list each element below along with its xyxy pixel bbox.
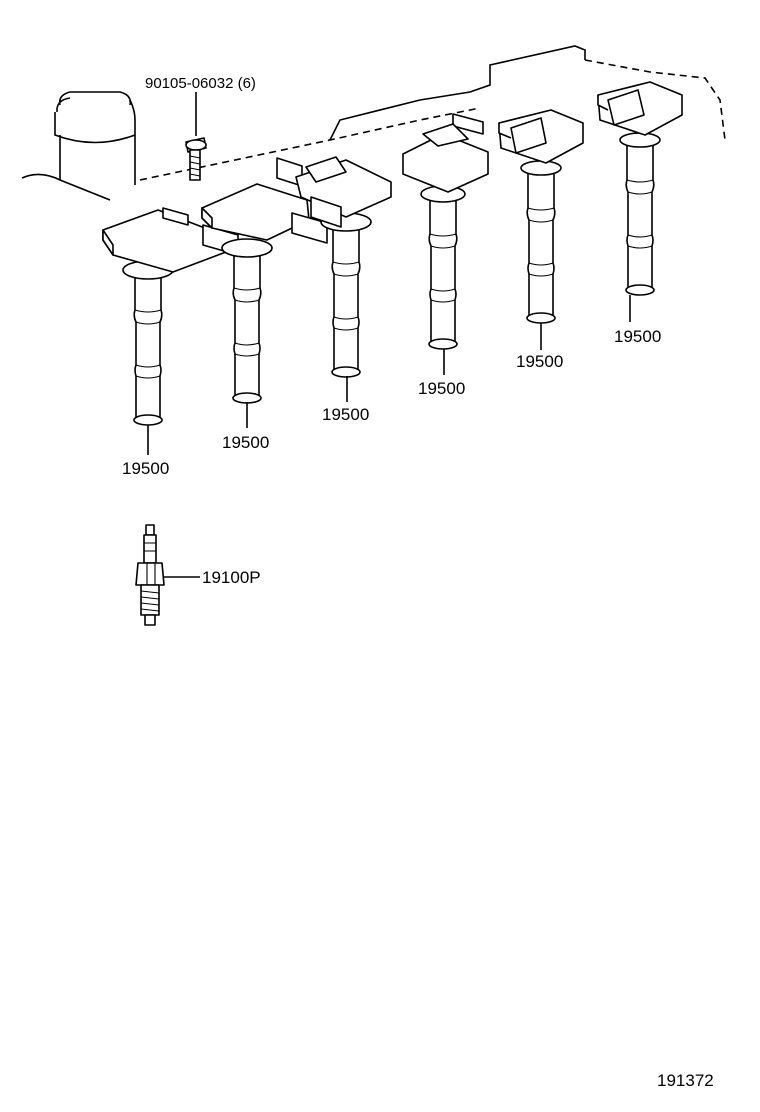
- coil-5-callout: 19500: [516, 352, 563, 371]
- spark-plug-callout: 19100P: [202, 568, 261, 587]
- coil-3-callout: 19500: [322, 405, 369, 424]
- ignition-coil-icon: [498, 109, 584, 324]
- coil-6-callout: 19500: [614, 327, 661, 346]
- coil-4-callout: 19500: [418, 379, 465, 398]
- spark-plug-icon: [135, 524, 165, 626]
- bolt-callout: 90105-06032 (6): [145, 75, 256, 92]
- coil-2-callout: 19500: [222, 433, 269, 452]
- ignition-coil-icon: [295, 156, 392, 378]
- ignition-coil-icon: [102, 207, 239, 426]
- figure-id: 191372: [657, 1071, 714, 1090]
- cylinder-head-outline-icon: [21, 45, 726, 201]
- ignition-coil-icon: [597, 81, 683, 296]
- ignition-coil-icon: [402, 113, 489, 350]
- bolt-icon: [185, 137, 207, 181]
- coil-1-callout: 19500: [122, 459, 169, 478]
